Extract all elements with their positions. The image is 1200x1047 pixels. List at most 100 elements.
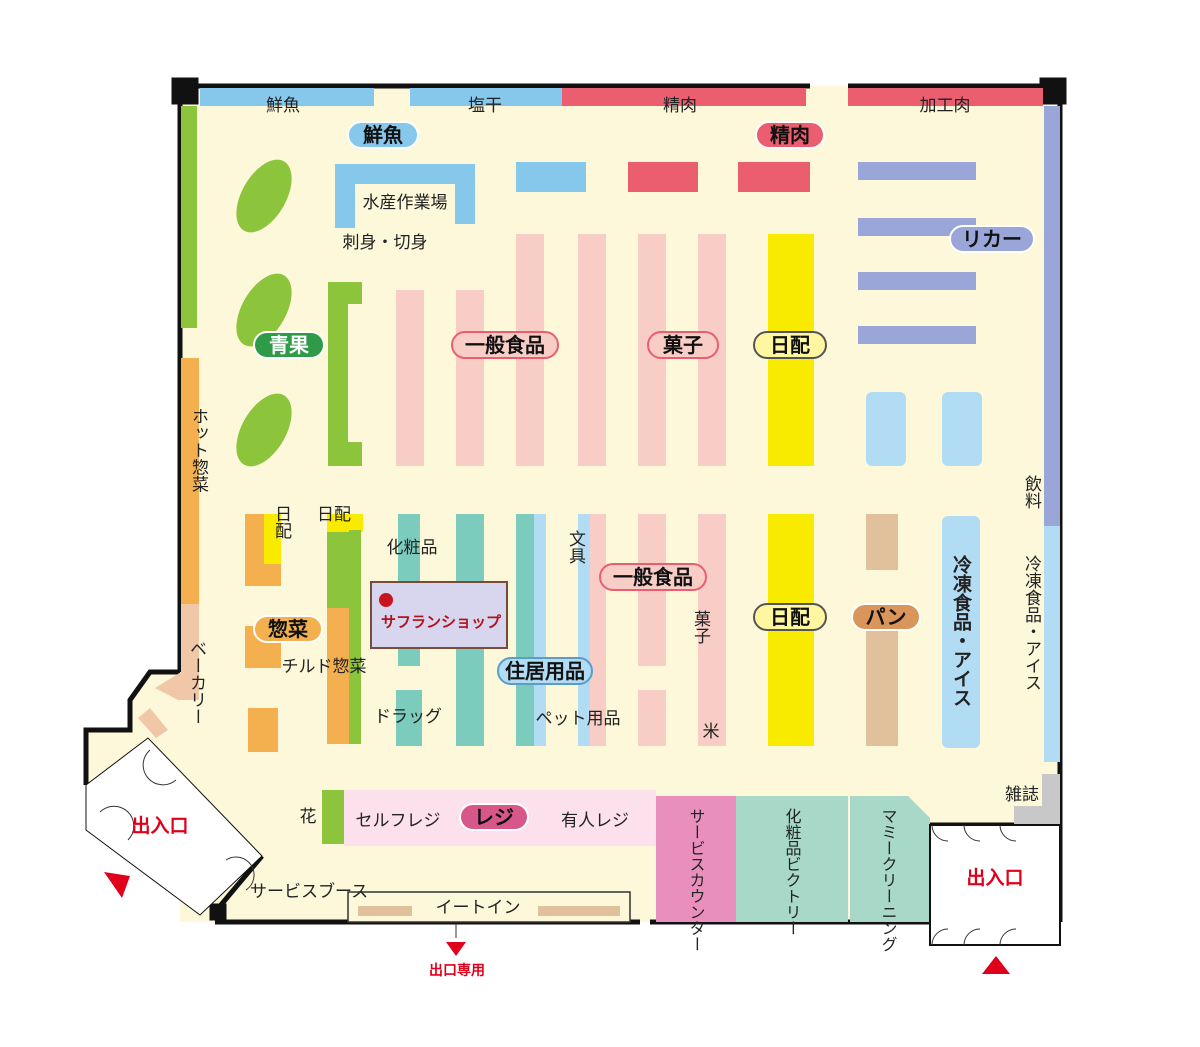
register-zone-pill: レジ (459, 803, 529, 831)
salted-dried-wall-label: 塩干 (468, 96, 502, 116)
svg-text:精肉: 精肉 (770, 123, 810, 147)
household-aisle (516, 514, 534, 746)
left-entrance-label: 出入口 (131, 814, 188, 837)
produce-shelf (328, 282, 362, 466)
bakery-label: ベーカリー (186, 640, 206, 725)
processed-meat-wall-shelf (848, 88, 1043, 106)
snacks-upper-zone-pill: 菓子 (647, 331, 719, 359)
salted-dried-wall-shelf (410, 88, 562, 106)
bakery-wall-shelf (155, 604, 199, 700)
grocery-upper-zone-pill: 一般食品 (451, 331, 559, 359)
self-checkout-label: セルフレジ (356, 811, 441, 831)
bakery-corner-shelf (138, 708, 168, 738)
svg-text:日配: 日配 (770, 605, 810, 629)
processed-meat-wall-label: 加工肉 (920, 96, 971, 116)
svg-text:レジ: レジ (474, 805, 514, 829)
grocery-aisle-1 (396, 290, 424, 466)
sashimi-label: 刺身・切身 (343, 233, 428, 253)
cosmetics-victory-label: 化粧品ビクトリー (783, 808, 802, 936)
frozen-wall-shelf (1044, 526, 1060, 762)
frozen-center-label: 冷凍食品・アイス (950, 554, 972, 707)
drinks-label: 飲料 (1021, 475, 1042, 509)
produce-island-1 (236, 159, 292, 233)
produce-island-2 (236, 273, 292, 347)
saffron-shop-name: サフランショップ (381, 613, 502, 631)
svg-text:青果: 青果 (269, 333, 309, 357)
svg-text:惣菜: 惣菜 (268, 617, 308, 641)
flowers-stand (322, 790, 344, 844)
cosmetics-victory-store (736, 796, 848, 922)
stationery-aisle (578, 514, 590, 746)
svg-text:パン: パン (866, 605, 907, 629)
meat-zone-pill: 精肉 (755, 121, 825, 149)
daily-small-shelf-b (327, 514, 349, 610)
service-counter-label: サービスカウンター (687, 808, 706, 952)
meat-wall-shelf (562, 88, 806, 106)
mamy-cleaning-store (850, 796, 930, 922)
exit-only-label: 出口専用 (429, 962, 485, 979)
exit-only-arrow (446, 942, 466, 956)
mamy-cleaning-label: マミークリーニング (879, 808, 898, 952)
eat-in-label: イートイン (436, 898, 521, 918)
fish-zone-pill: 鮮魚 (347, 121, 419, 149)
left-entrance-arrow (104, 872, 130, 898)
fish-gondola (516, 162, 586, 192)
exit-only: 出口専用 (429, 924, 485, 979)
bread-shelf-1 (866, 514, 898, 570)
daily-upper-zone-pill: 日配 (753, 331, 827, 359)
left-entrance: 出入口 (85, 737, 263, 916)
bread-zone-pill: パン (851, 603, 921, 631)
liquor-zone-pill: リカー (949, 225, 1035, 253)
frozen-wall-label: 冷凍食品・アイス (1021, 555, 1042, 691)
fresh-fish-wall-shelf (200, 88, 374, 106)
daily-lower-zone-pill: 日配 (753, 603, 827, 631)
liquor-gondola-3 (858, 272, 976, 290)
liquor-gondola-2 (858, 218, 976, 236)
seafood-workshop-counter (335, 164, 475, 228)
svg-text:一般食品: 一般食品 (613, 565, 693, 589)
snacks-lower-label: 菓子 (690, 610, 711, 644)
right-entrance: 出入口 (929, 824, 1061, 974)
grocery-aisle-lower-2 (638, 690, 666, 746)
flower-icon (379, 593, 393, 607)
svg-text:一般食品: 一般食品 (465, 333, 545, 357)
produce-zone-pill: 青果 (253, 331, 325, 359)
svg-text:住居用品: 住居用品 (505, 659, 585, 683)
svg-text:日配: 日配 (770, 333, 810, 357)
svg-text:菓子: 菓子 (662, 333, 703, 357)
fresh-fish-wall-label: 鮮魚 (266, 96, 300, 116)
freezer-unit-1 (866, 392, 906, 466)
meat-wall-label: 精肉 (663, 96, 697, 116)
freezer-unit-2 (942, 392, 982, 466)
grocery-lower-zone-pill: 一般食品 (599, 563, 707, 591)
pet-supplies-label: ペット用品 (536, 709, 621, 729)
meat-gondola-1 (628, 162, 698, 192)
produce-island-3 (236, 393, 292, 467)
chilled-deli-shelf (327, 608, 349, 744)
seafood-workshop-label: 水産作業場 (363, 193, 448, 213)
svg-text:鮮魚: 鮮魚 (363, 123, 403, 147)
grocery-aisle-2 (456, 290, 484, 466)
chilled-deli-label: チルド惣菜 (282, 657, 367, 677)
drinks-wall-shelf (1044, 106, 1060, 526)
snacks-rice-aisle (698, 514, 726, 746)
hot-deli-wall-shelf (181, 358, 199, 604)
deli-zone-pill: 惣菜 (253, 615, 323, 643)
hot-deli-label: ホット惣菜 (188, 408, 209, 493)
meat-gondola-2 (738, 162, 810, 192)
cosmetics-label: 化粧品 (387, 538, 438, 558)
flowers-label: 花 (300, 807, 317, 827)
stationery-label: 文具 (565, 530, 586, 564)
liquor-gondola-1 (858, 162, 976, 180)
svg-text:リカー: リカー (962, 227, 1022, 251)
staffed-checkout-label: 有人レジ (561, 811, 629, 831)
deli-shelf-2 (248, 708, 278, 752)
grocery-aisle-4 (578, 234, 606, 466)
rice-label: 米 (703, 722, 720, 742)
daily-small-label-a: 日配 (271, 505, 292, 539)
household-zone-pill: 住居用品 (497, 657, 593, 685)
drugs-shelf (396, 690, 422, 746)
daily-small-label-b: 日配 (317, 505, 351, 525)
magazines-label: 雑誌 (1005, 785, 1039, 805)
